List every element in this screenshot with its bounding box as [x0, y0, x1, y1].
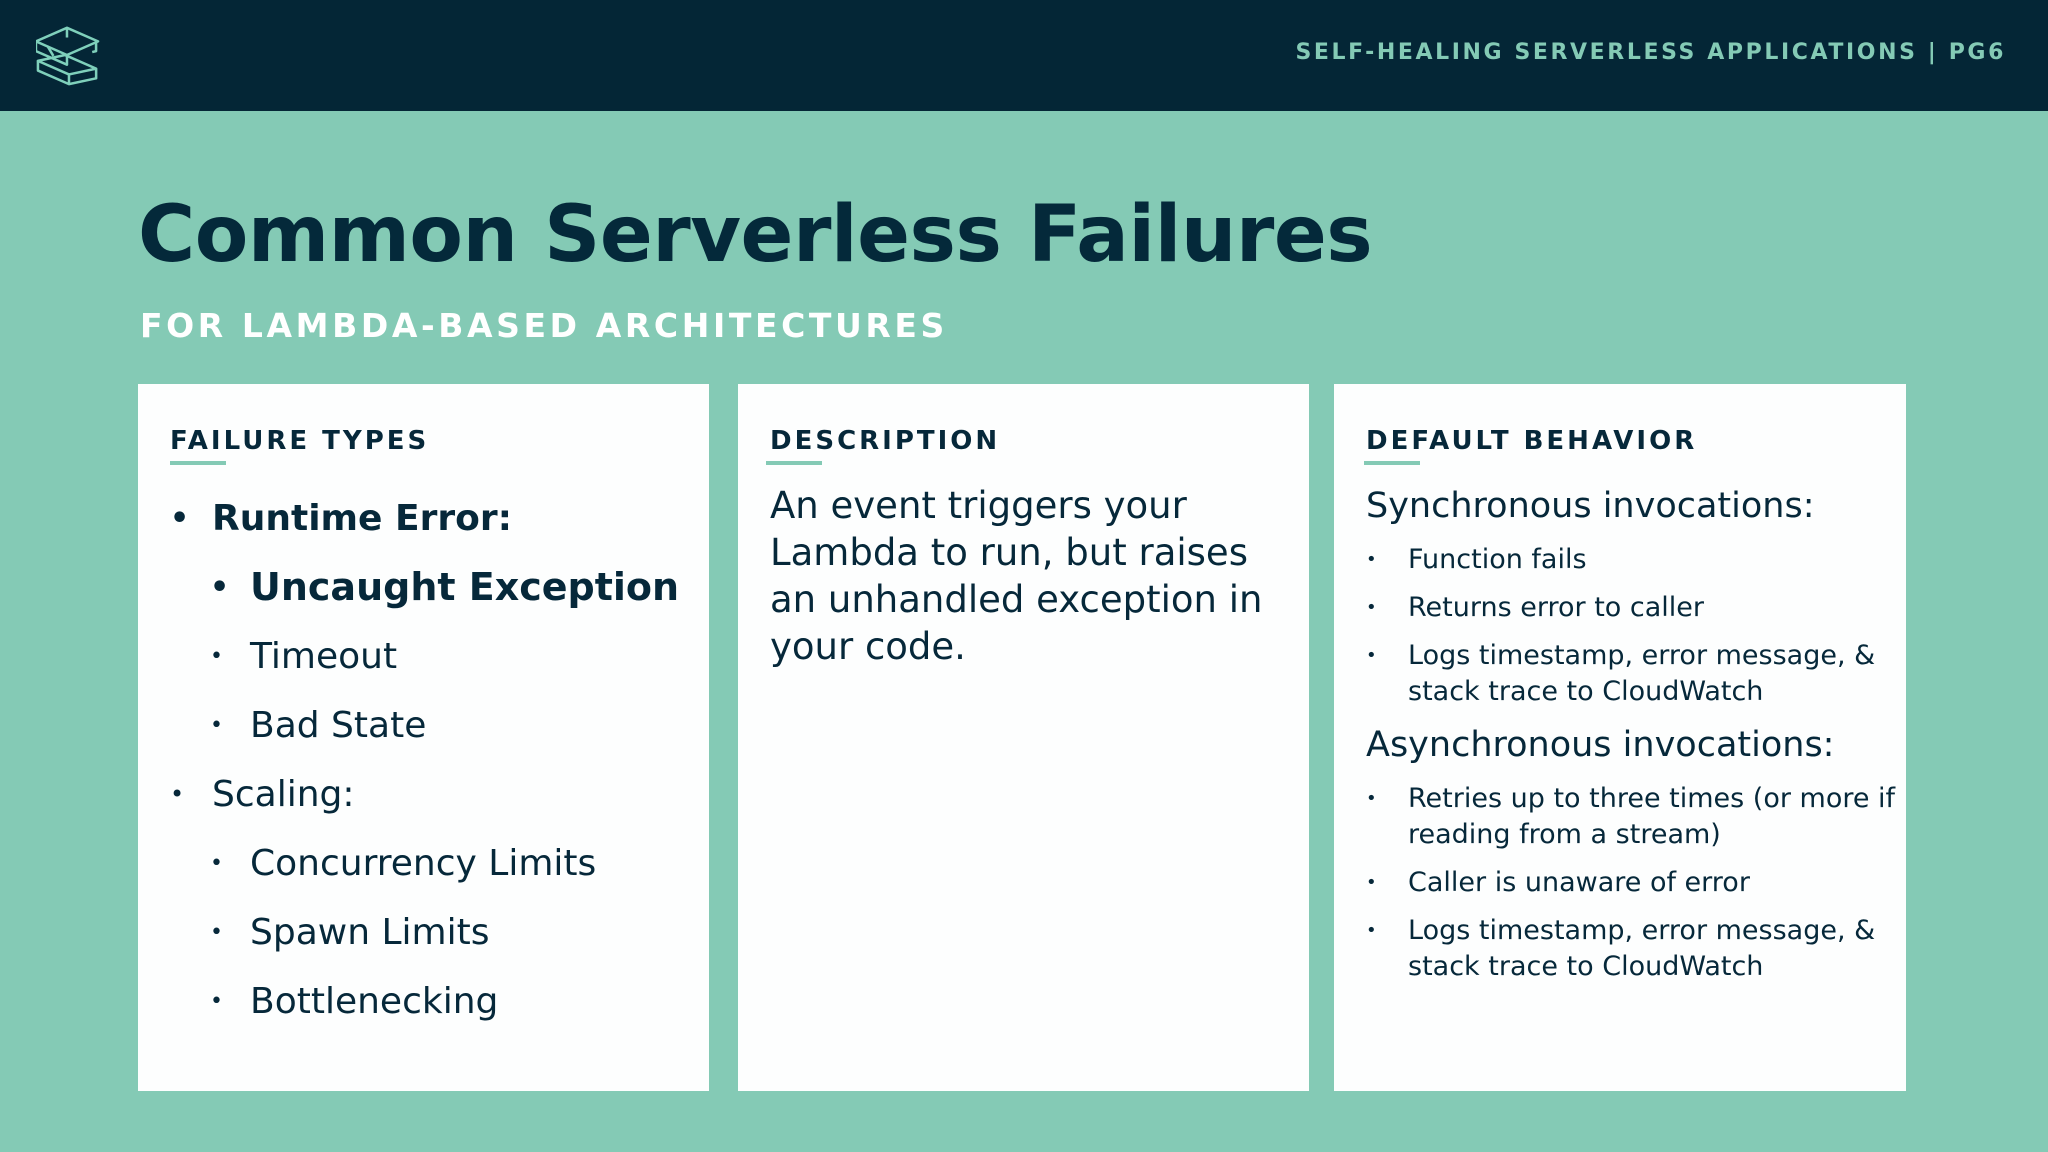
description-text: An event triggers your Lambda to run, bu…	[770, 484, 1263, 668]
list-item-label: Timeout	[250, 636, 398, 677]
list-item-label: Bad State	[250, 705, 427, 746]
sync-behavior-list: • Function fails • Returns error to call…	[1366, 542, 1896, 710]
bullet-icon: •	[170, 780, 185, 808]
list-item: • Scaling:	[170, 760, 679, 829]
bullet-icon: •	[1366, 920, 1377, 941]
heading-underline	[766, 461, 822, 465]
card-heading: DESCRIPTION	[770, 426, 1001, 456]
bullet-icon: •	[1366, 872, 1377, 893]
header-bar: SELF-HEALING SERVERLESS APPLICATIONS | P…	[0, 0, 2048, 111]
failure-types-list: • Runtime Error: • Uncaught Exception • …	[170, 484, 679, 1036]
bullet-icon: •	[210, 989, 223, 1014]
list-item: • Spawn Limits	[170, 898, 679, 967]
list-item: • Bottlenecking	[170, 967, 679, 1036]
list-item-label: Concurrency Limits	[250, 843, 597, 884]
bullet-icon: •	[170, 501, 190, 536]
list-item-label: Scaling:	[212, 774, 355, 815]
list-item: • Timeout	[170, 622, 679, 691]
async-invocations-section: Asynchronous invocations: • Retries up t…	[1366, 721, 1896, 985]
page-title: Common Serverless Failures	[138, 190, 1373, 280]
card-heading: FAILURE TYPES	[170, 426, 430, 456]
failure-types-card: FAILURE TYPES • Runtime Error: • Uncaugh…	[138, 384, 709, 1091]
section-title: Synchronous invocations:	[1366, 486, 1815, 526]
heading-underline	[170, 461, 226, 465]
list-item-label: Returns error to caller	[1408, 592, 1704, 623]
bullet-icon: •	[210, 644, 223, 669]
list-item: • Retries up to three times (or more if …	[1366, 781, 1896, 853]
heading-underline	[1364, 461, 1420, 465]
deck-title-page-number: SELF-HEALING SERVERLESS APPLICATIONS | P…	[1295, 40, 2006, 65]
list-item: • Function fails	[1366, 542, 1896, 578]
bullet-icon: •	[210, 851, 223, 876]
list-item-label: Bottlenecking	[250, 981, 499, 1022]
bullet-icon: •	[1366, 788, 1377, 809]
list-item: • Returns error to caller	[1366, 590, 1896, 626]
bullet-icon: •	[1366, 549, 1377, 570]
stacked-s-logo-icon	[36, 26, 100, 86]
list-item-label: Logs timestamp, error message, & stack t…	[1408, 915, 1876, 982]
sync-invocations-section: Synchronous invocations: • Function fail…	[1366, 482, 1896, 710]
list-item-label: Spawn Limits	[250, 912, 490, 953]
list-item: • Caller is unaware of error	[1366, 865, 1896, 901]
list-item-label: Function fails	[1408, 544, 1587, 575]
list-item: • Bad State	[170, 691, 679, 760]
list-item: • Concurrency Limits	[170, 829, 679, 898]
bullet-icon: •	[210, 713, 223, 738]
bullet-icon: •	[1366, 645, 1377, 666]
bullet-icon: •	[1366, 597, 1377, 618]
list-item-label: Caller is unaware of error	[1408, 867, 1750, 898]
bullet-icon: •	[210, 920, 223, 945]
list-item-label: Uncaught Exception	[250, 565, 680, 609]
list-item-label: Logs timestamp, error message, & stack t…	[1408, 640, 1876, 707]
bullet-icon: •	[210, 570, 230, 605]
section-title: Asynchronous invocations:	[1366, 725, 1835, 765]
list-item: • Logs timestamp, error message, & stack…	[1366, 913, 1896, 985]
description-card: DESCRIPTION An event triggers your Lambd…	[738, 384, 1309, 1091]
list-item-label: Retries up to three times (or more if re…	[1408, 783, 1896, 850]
list-item: • Runtime Error:	[170, 484, 679, 553]
card-heading: DEFAULT BEHAVIOR	[1366, 426, 1698, 456]
list-item: • Uncaught Exception	[170, 553, 679, 622]
page-subtitle: FOR LAMBDA-BASED ARCHITECTURES	[140, 306, 948, 345]
list-item: • Logs timestamp, error message, & stack…	[1366, 638, 1896, 710]
async-behavior-list: • Retries up to three times (or more if …	[1366, 781, 1896, 985]
default-behavior-card: DEFAULT BEHAVIOR Synchronous invocations…	[1334, 384, 1906, 1091]
list-item-label: Runtime Error:	[212, 498, 512, 539]
